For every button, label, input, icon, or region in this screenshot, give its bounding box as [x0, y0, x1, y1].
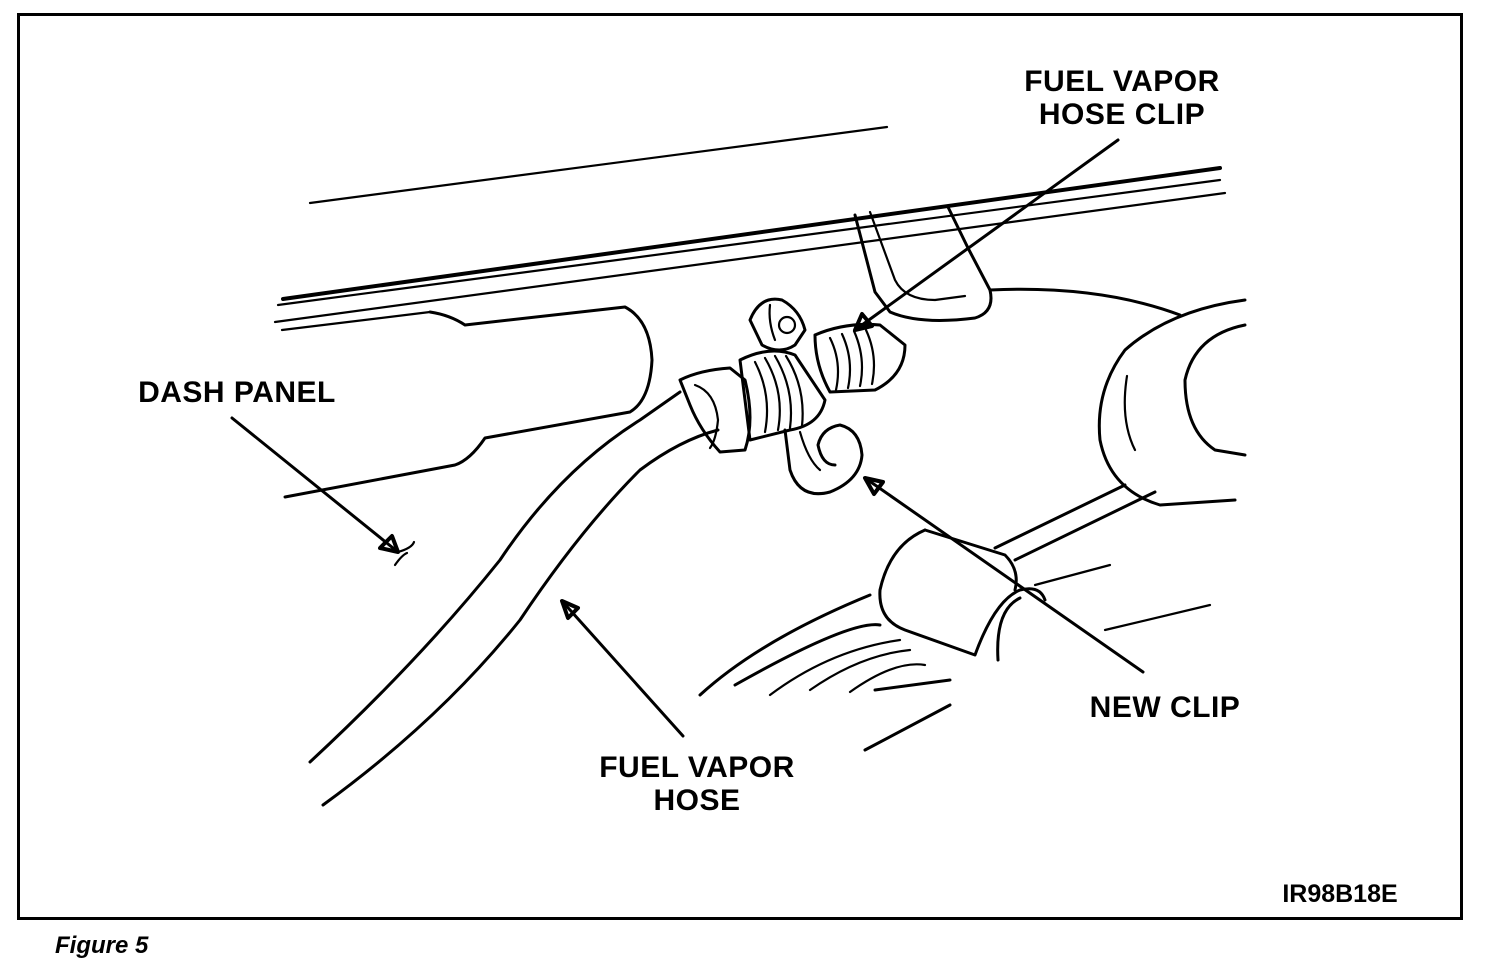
figure-caption: Figure 5 — [55, 932, 149, 959]
fuel-vapor-hose-clip-label-line1: FUEL VAPOR — [1024, 65, 1220, 98]
new-clip-leader-line — [863, 476, 1145, 674]
figure-border — [17, 13, 1463, 920]
drawing-code: IR98B18E — [1282, 880, 1397, 908]
fuel-vapor-hose-leader-line — [560, 599, 685, 738]
fuel-vapor-hose-clip-leader-line — [853, 138, 1120, 332]
figure-frame: FUEL VAPOR HOSE CLIP DASH PANEL NEW CLIP… — [17, 13, 1463, 920]
dash-panel-label: DASH PANEL — [138, 376, 336, 409]
fuel-vapor-hose-clip-label-line2: HOSE CLIP — [1039, 98, 1205, 131]
dash-panel-leader-line — [230, 416, 400, 554]
new-clip-label: NEW CLIP — [1090, 691, 1241, 724]
hose-clip-illustration — [230, 125, 1247, 807]
fuel-vapor-hose-label-line2: HOSE — [653, 784, 740, 817]
fuel-vapor-hose-label-line1: FUEL VAPOR — [599, 751, 795, 784]
